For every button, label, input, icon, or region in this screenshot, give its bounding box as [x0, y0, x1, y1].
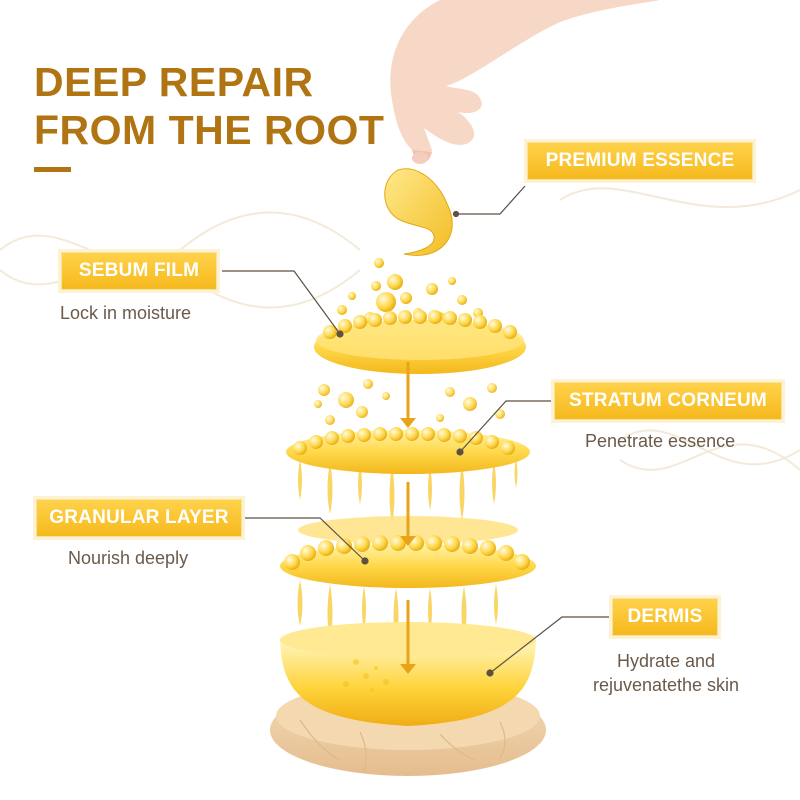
stratum-corneum-description: Penetrate essence: [585, 431, 736, 451]
sebum-film-label: SEBUM FILM: [61, 252, 217, 290]
leader-lines: [222, 185, 611, 677]
headline: DEEP REPAIR FROM THE ROOT: [34, 58, 384, 154]
sebum-film-layer: [314, 310, 526, 374]
dermis-description: Hydrate and rejuvenatethe skin: [574, 649, 758, 697]
dermis-description-line-1: Hydrate and: [616, 651, 716, 671]
essence-bubbles: [314, 379, 505, 425]
stratum-corneum-label: STRATUM CORNEUM: [554, 382, 782, 420]
dermis-description-line-2: rejuvenatethe skin: [592, 675, 740, 695]
granular-layer-label: GRANULAR LAYER: [36, 499, 242, 537]
dermis-label: DERMIS: [612, 598, 718, 636]
sebum-film-description: Lock in moisture: [60, 303, 192, 323]
granular-layer: [280, 516, 536, 644]
stratum-corneum-layer: [286, 427, 530, 524]
headline-line-1: DEEP REPAIR: [34, 59, 314, 105]
granular-layer-description: Nourish deeply: [68, 548, 189, 568]
headline-underline: [34, 167, 71, 172]
eye-patch-icon: [384, 168, 453, 256]
premium-essence-label: PREMIUM ESSENCE: [527, 142, 753, 180]
headline-line-2: FROM THE ROOT: [34, 107, 385, 153]
background-dna-decoration: [0, 187, 800, 471]
hand-icon: [390, 0, 660, 164]
arrow-down-icon: [400, 362, 416, 674]
